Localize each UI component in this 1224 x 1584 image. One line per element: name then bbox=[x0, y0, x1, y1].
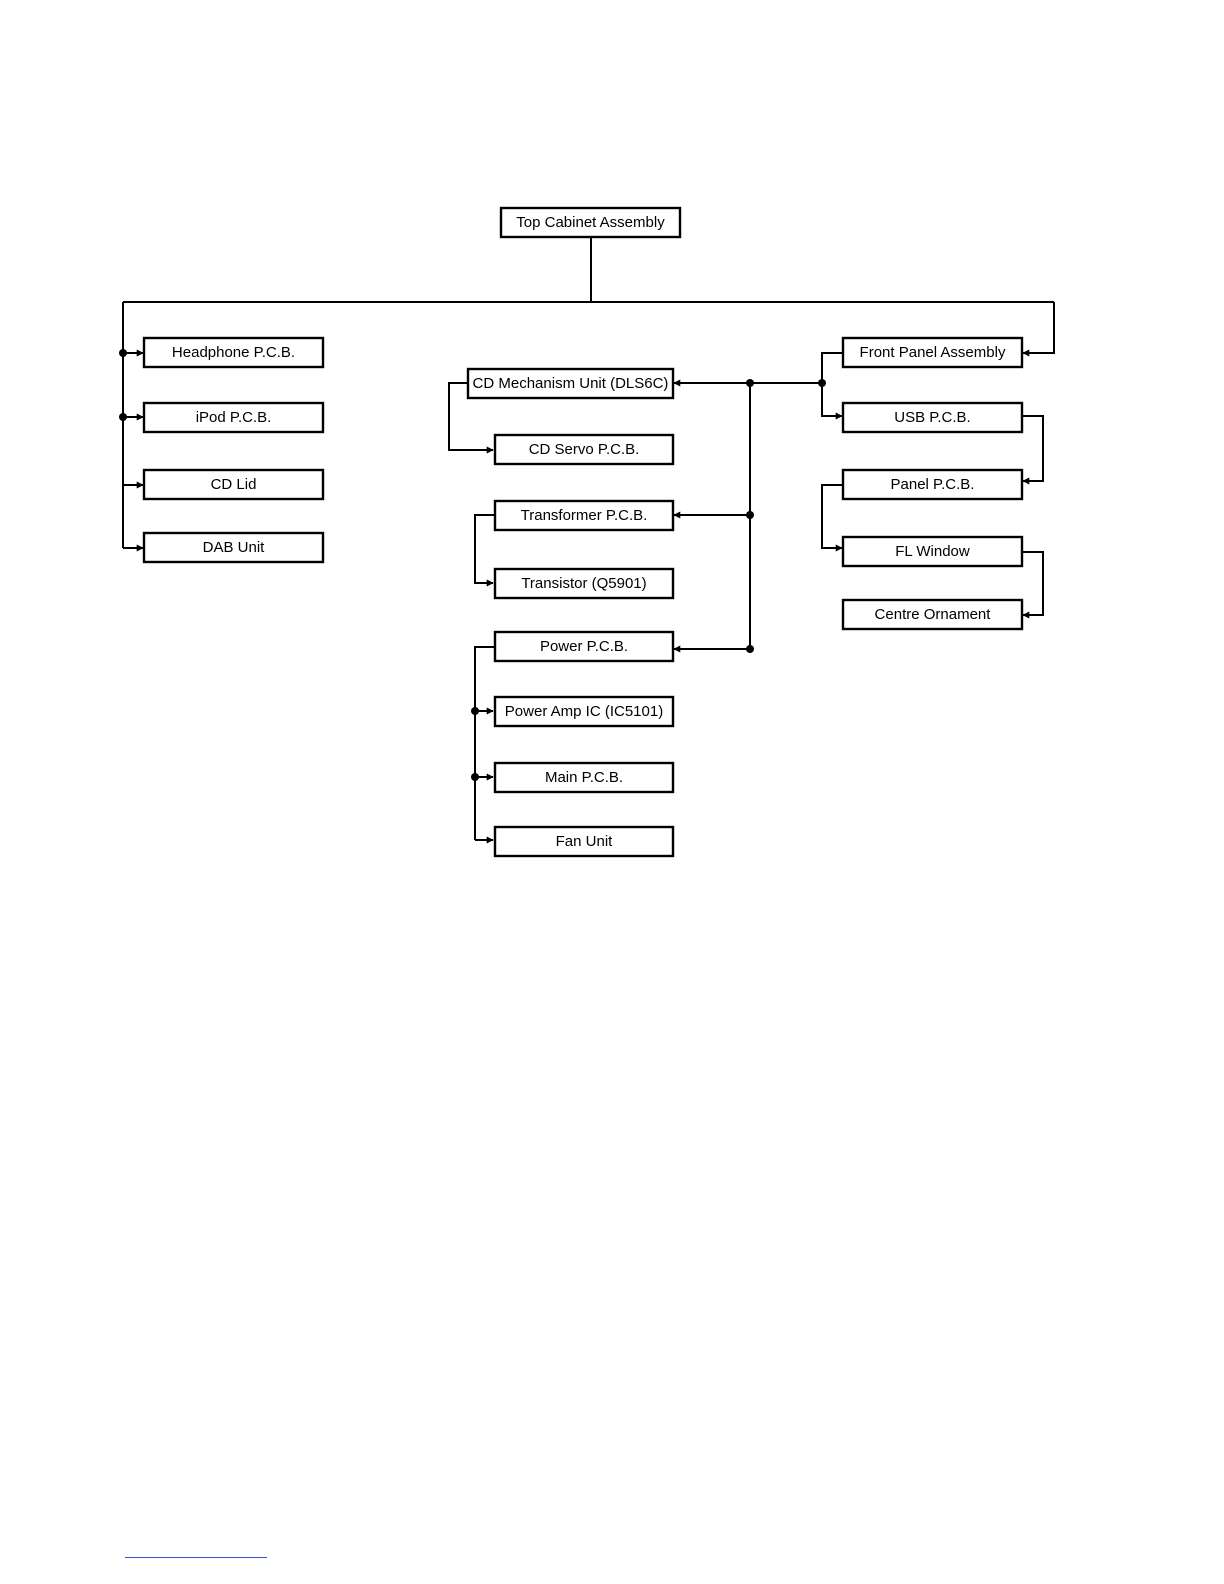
node-label: DAB Unit bbox=[203, 539, 266, 556]
footer-rule bbox=[125, 1557, 267, 1558]
node-power-amp-ic: Power Amp IC (IC5101) bbox=[495, 697, 673, 726]
node-label: Panel P.C.B. bbox=[891, 476, 975, 493]
node-usb-pcb: USB P.C.B. bbox=[843, 403, 1022, 432]
junction-dot bbox=[119, 413, 127, 421]
node-label: iPod P.C.B. bbox=[196, 409, 272, 426]
node-label: Transformer P.C.B. bbox=[521, 507, 648, 524]
node-main-pcb: Main P.C.B. bbox=[495, 763, 673, 792]
node-transformer-pcb: Transformer P.C.B. bbox=[495, 501, 673, 530]
node-ipod-pcb: iPod P.C.B. bbox=[144, 403, 323, 432]
node-label: Front Panel Assembly bbox=[860, 344, 1006, 361]
node-label: Headphone P.C.B. bbox=[172, 344, 295, 361]
node-cd-lid: CD Lid bbox=[144, 470, 323, 499]
connector-power-pcb-trunk bbox=[475, 647, 495, 840]
node-label: USB P.C.B. bbox=[894, 409, 970, 426]
node-label: Top Cabinet Assembly bbox=[516, 214, 665, 231]
arrow-transformer-to-transistor bbox=[475, 515, 495, 583]
node-power-pcb: Power P.C.B. bbox=[495, 632, 673, 661]
junction-dot bbox=[471, 707, 479, 715]
arrow-to-front-panel-assembly bbox=[1023, 302, 1054, 353]
arrow-fl-window-to-centre-ornament bbox=[1023, 552, 1043, 615]
node-panel-pcb: Panel P.C.B. bbox=[843, 470, 1022, 499]
node-dab-unit: DAB Unit bbox=[144, 533, 323, 562]
junction-dot bbox=[746, 511, 754, 519]
node-top-cabinet-assembly: Top Cabinet Assembly bbox=[501, 208, 680, 237]
node-transistor: Transistor (Q5901) bbox=[495, 569, 673, 598]
node-label: Power P.C.B. bbox=[540, 638, 628, 655]
node-label: Main P.C.B. bbox=[545, 769, 623, 786]
junction-dot bbox=[818, 379, 826, 387]
connector-front-panel-out bbox=[822, 353, 843, 383]
node-label: CD Lid bbox=[211, 476, 257, 493]
junction-dot bbox=[471, 773, 479, 781]
node-centre-ornament: Centre Ornament bbox=[843, 600, 1022, 629]
node-headphone-pcb: Headphone P.C.B. bbox=[144, 338, 323, 367]
node-front-panel-assembly: Front Panel Assembly bbox=[843, 338, 1022, 367]
arrow-usb-to-panel-pcb bbox=[1023, 416, 1043, 481]
node-label: CD Mechanism Unit (DLS6C) bbox=[473, 375, 669, 392]
node-fan-unit: Fan Unit bbox=[495, 827, 673, 856]
junction-dot bbox=[746, 379, 754, 387]
node-label: Power Amp IC (IC5101) bbox=[505, 703, 663, 720]
node-cd-servo-pcb: CD Servo P.C.B. bbox=[495, 435, 673, 464]
arrow-panel-pcb-to-fl-window bbox=[822, 485, 843, 548]
junction-dot bbox=[746, 645, 754, 653]
node-label: FL Window bbox=[895, 543, 970, 560]
junction-dot bbox=[119, 349, 127, 357]
node-label: CD Servo P.C.B. bbox=[529, 441, 640, 458]
node-label: Fan Unit bbox=[556, 833, 614, 850]
node-cd-mechanism-unit: CD Mechanism Unit (DLS6C) bbox=[468, 369, 673, 398]
node-fl-window: FL Window bbox=[843, 537, 1022, 566]
node-label: Centre Ornament bbox=[875, 606, 992, 623]
arrow-to-usb-pcb bbox=[822, 383, 842, 416]
node-label: Transistor (Q5901) bbox=[521, 575, 646, 592]
